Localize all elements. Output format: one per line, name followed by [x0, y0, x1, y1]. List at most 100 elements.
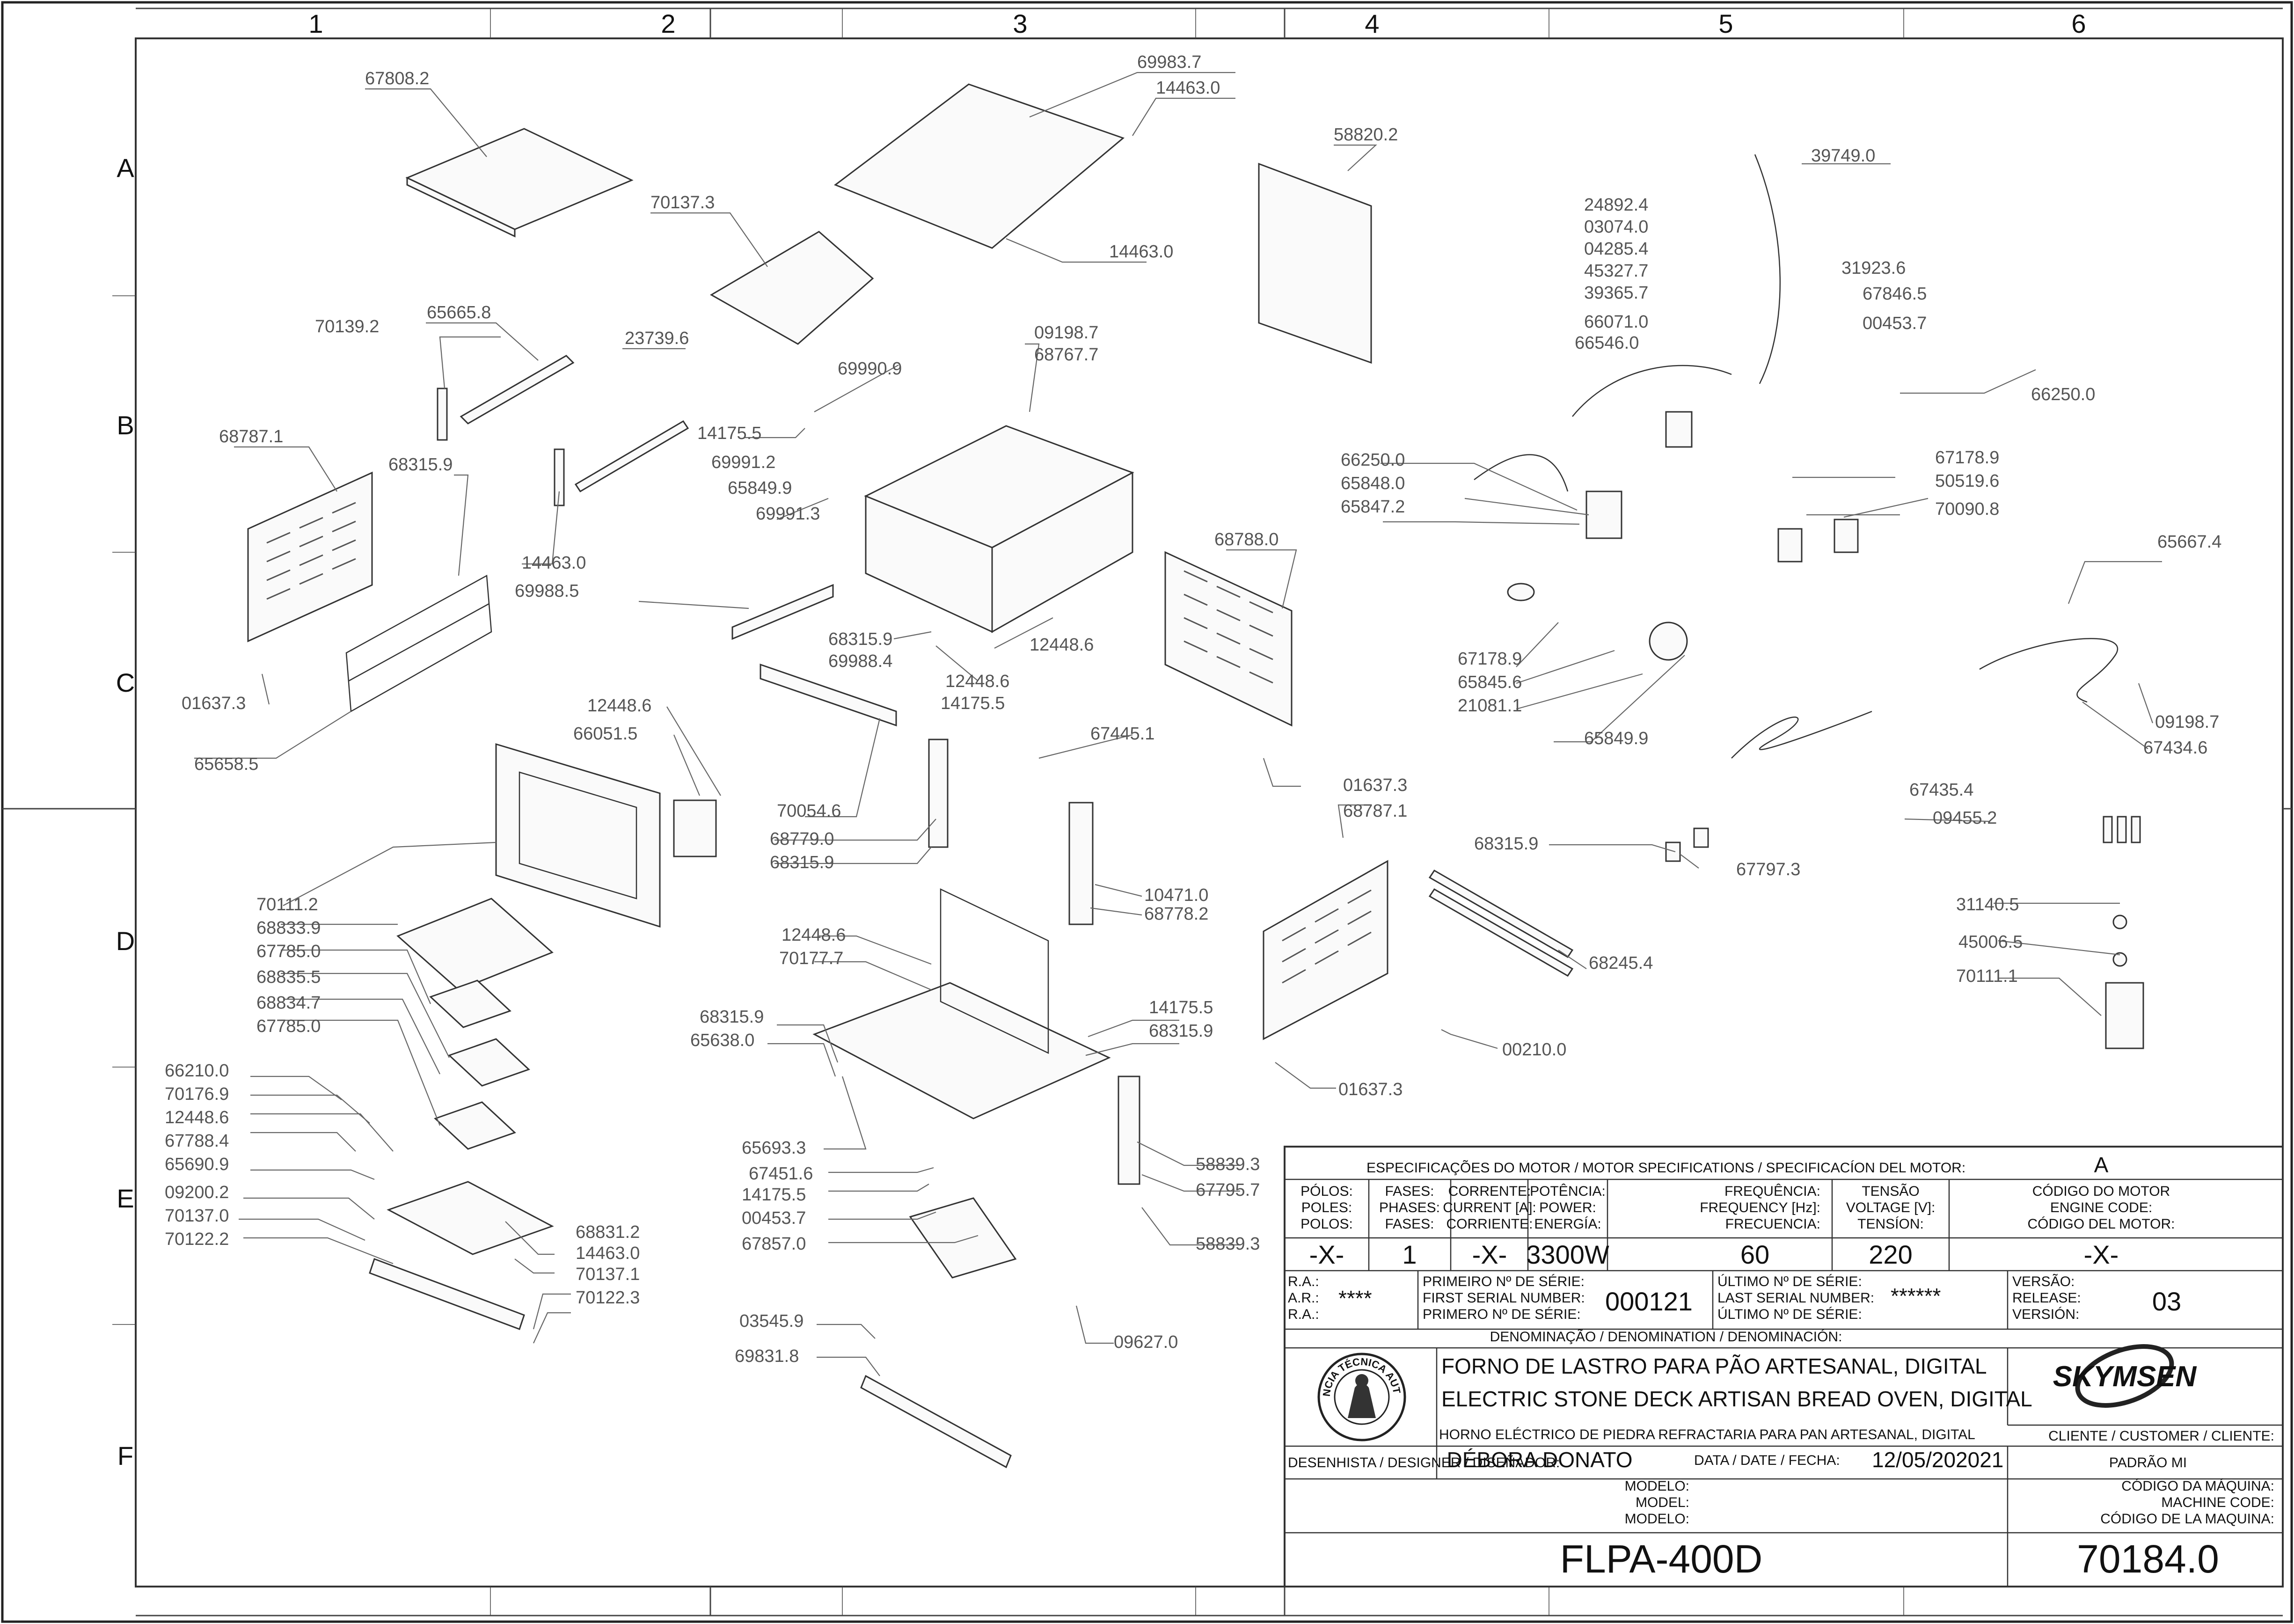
bracket-drawing-1: [437, 388, 448, 441]
part-label: 03545.9: [739, 1311, 804, 1331]
bracket-drawing-2: [554, 448, 565, 506]
col-label-1: 1: [308, 9, 323, 38]
machine-code-label-2: MACHINE CODE:: [2161, 1495, 2274, 1510]
current-label-3: CORRIENTE:: [1446, 1216, 1533, 1232]
door-frame-drawing: [495, 743, 661, 928]
part-label: 68831.2: [576, 1222, 640, 1242]
body-side-drawing: [991, 471, 1133, 633]
machine-code-value: 70184.0: [2077, 1537, 2219, 1581]
version-label-3: VERSIÓN:: [2012, 1307, 2079, 1322]
warning-symbol-drawing: [2112, 952, 2127, 967]
column-drawing: [928, 739, 949, 848]
date-value: 12/05/202021: [1872, 1448, 2003, 1472]
frequency-label-1: FREQUÊNCIA:: [1724, 1184, 1820, 1199]
part-label: 65845.6: [1458, 673, 1522, 692]
version-label-1: VERSÃO:: [2012, 1273, 2075, 1289]
part-label: 65849.9: [1584, 729, 1648, 748]
part-label: 12448.6: [1030, 635, 1094, 655]
poles-value: -X-: [1309, 1240, 1344, 1269]
voltage-value: 220: [1869, 1240, 1912, 1269]
part-label: 00453.7: [742, 1208, 806, 1228]
engine-code-label-2: ENGINE CODE:: [2050, 1200, 2152, 1215]
part-label: 01637.3: [1338, 1080, 1403, 1099]
voltage-label-1: TENSÃO: [1862, 1183, 1919, 1199]
engine-code-label-1: CÓDIGO DO MOTOR: [2032, 1184, 2170, 1199]
part-label: 66250.0: [1341, 450, 1405, 470]
model-value: FLPA-400D: [1560, 1537, 1763, 1581]
part-label: 67808.2: [365, 69, 429, 88]
part-label: 66051.5: [573, 724, 637, 744]
bar-drawing: [731, 584, 834, 640]
part-label: 68767.7: [1034, 345, 1098, 365]
ground-symbol-drawing: [2112, 914, 2127, 929]
part-label: 65847.2: [1341, 497, 1405, 517]
designer-value: DÉBORA DONATO: [1447, 1448, 1632, 1472]
part-label: 67846.5: [1863, 284, 1927, 304]
top-panel-drawing: [405, 128, 634, 230]
row-label-b: B: [117, 410, 134, 440]
heating-element-drawing-2: [1979, 638, 2119, 703]
control-column-drawing: [1068, 802, 1094, 925]
part-label: 68315.9: [828, 629, 892, 649]
row-label-f: F: [117, 1441, 133, 1470]
part-label: 31923.6: [1841, 258, 1906, 278]
base-frame-drawing: [812, 982, 1111, 1119]
part-label: 70054.6: [777, 801, 841, 821]
part-label: 58820.2: [1334, 125, 1398, 145]
customer-label: CLIENTE / CUSTOMER / CLIENTE:: [2048, 1428, 2274, 1444]
part-label: 68245.4: [1589, 953, 1653, 973]
wiring-drawing: [1474, 154, 1781, 492]
part-label: 67785.0: [256, 942, 321, 961]
part-label: 12448.6: [782, 925, 846, 945]
part-label: 14175.5: [697, 424, 761, 443]
part-label: 67451.6: [749, 1164, 813, 1184]
part-label: 45006.5: [1958, 932, 2023, 952]
part-label: 12448.6: [945, 672, 1009, 691]
rail-drawing-4: [1428, 888, 1574, 977]
part-label: 67445.1: [1090, 724, 1154, 744]
rail-drawing-3: [1428, 869, 1574, 958]
part-label: 68787.1: [219, 427, 283, 446]
col-label-4: 4: [1365, 9, 1379, 38]
part-label: 68834.7: [256, 993, 321, 1013]
part-label: 70137.3: [650, 193, 715, 212]
version-value: 03: [2152, 1287, 2181, 1316]
part-label: 09200.2: [165, 1183, 229, 1202]
frequency-label-2: FREQUENCY [Hz]:: [1700, 1200, 1820, 1215]
designer-label: DESENHISTA / DESIGNER / DISEÑADOR:: [1288, 1455, 1560, 1470]
frequency-label-3: FRECUENCIA:: [1725, 1216, 1820, 1232]
knob-drawing: [1507, 583, 1535, 601]
poles-label-2: POLES:: [1301, 1200, 1352, 1215]
part-label: 68778.2: [1144, 904, 1208, 924]
part-label: 10471.0: [1144, 885, 1208, 905]
component-drawings: [247, 83, 2144, 1469]
part-label: 65848.0: [1341, 474, 1405, 493]
power-label-1: POTÊNCIA:: [1530, 1184, 1606, 1199]
part-label: 12448.6: [587, 696, 651, 716]
date-label: DATA / DATE / FECHA:: [1694, 1453, 1840, 1468]
part-label: 14175.5: [1149, 998, 1213, 1017]
brand-name: SKYMSEN: [2053, 1361, 2197, 1393]
voltage-label-2: VOLTAGE [V]:: [1846, 1200, 1936, 1215]
poles-label-1: PÓLOS:: [1300, 1184, 1353, 1199]
part-label: 70090.8: [1935, 499, 1999, 519]
phases-label-3: FASES:: [1385, 1216, 1434, 1232]
part-label: 65667.4: [2157, 532, 2221, 552]
part-label: 00453.7: [1863, 314, 1927, 333]
model-label-1: MODELO:: [1625, 1478, 1689, 1494]
part-label: 39365.7: [1584, 283, 1648, 303]
part-label: 50519.6: [1935, 471, 1999, 491]
title-en: ELECTRIC STONE DECK ARTISAN BREAD OVEN, …: [1441, 1387, 2032, 1411]
part-label: 68835.5: [256, 967, 321, 987]
frame-drawing-left: [345, 574, 492, 713]
current-label-1: CORRENTE:: [1448, 1184, 1531, 1199]
part-label: 66546.0: [1575, 333, 1639, 353]
part-label: 68315.9: [1474, 834, 1538, 854]
part-label: 58839.3: [1196, 1155, 1260, 1174]
title-es: HORNO ELÉCTRICO DE PIEDRA REFRACTARIA PA…: [1439, 1427, 1975, 1442]
part-label: 67435.4: [1909, 780, 1973, 800]
fan-drawing: [1649, 622, 1688, 661]
ra-label-2: A.R.:: [1288, 1290, 1319, 1306]
